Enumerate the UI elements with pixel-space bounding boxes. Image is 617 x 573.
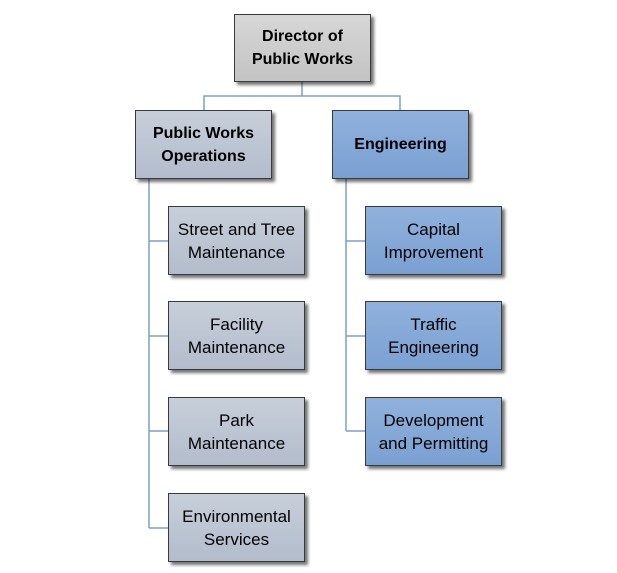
unit-development-permitting-box: Development and Permitting [365, 397, 502, 466]
division-operations-box: Public Works Operations [135, 110, 272, 179]
unit-facility-maintenance-box: Facility Maintenance [168, 301, 305, 370]
division-engineering-label: Engineering [354, 136, 447, 153]
unit-traffic-engineering-box: Traffic Engineering [365, 301, 502, 370]
unit-park-maintenance-box: Park Maintenance [168, 397, 305, 466]
director-label: Director of Public Works [251, 28, 354, 68]
division-engineering-box: Engineering [332, 110, 469, 179]
unit-facility-maintenance-label: Facility Maintenance [187, 314, 286, 357]
unit-street-tree-maintenance-label: Street and Tree Maintenance [177, 219, 296, 262]
unit-park-maintenance-label: Park Maintenance [187, 410, 286, 453]
unit-traffic-engineering-label: Traffic Engineering [388, 314, 479, 357]
unit-capital-improvement-label: Capital Improvement [383, 219, 484, 262]
operations-units-connector [148, 179, 168, 529]
engineering-units-connector [345, 179, 365, 432]
unit-street-tree-maintenance-box: Street and Tree Maintenance [168, 206, 305, 275]
unit-environmental-services-box: Environmental Services [168, 493, 305, 562]
division-operations-label: Public Works Operations [152, 124, 255, 165]
unit-capital-improvement-box: Capital Improvement [365, 206, 502, 275]
unit-development-permitting-label: Development and Permitting [378, 410, 489, 453]
director-to-divisions-connector [203, 82, 401, 110]
unit-environmental-services-label: Environmental Services [182, 506, 291, 549]
director-box: Director of Public Works [234, 14, 371, 82]
